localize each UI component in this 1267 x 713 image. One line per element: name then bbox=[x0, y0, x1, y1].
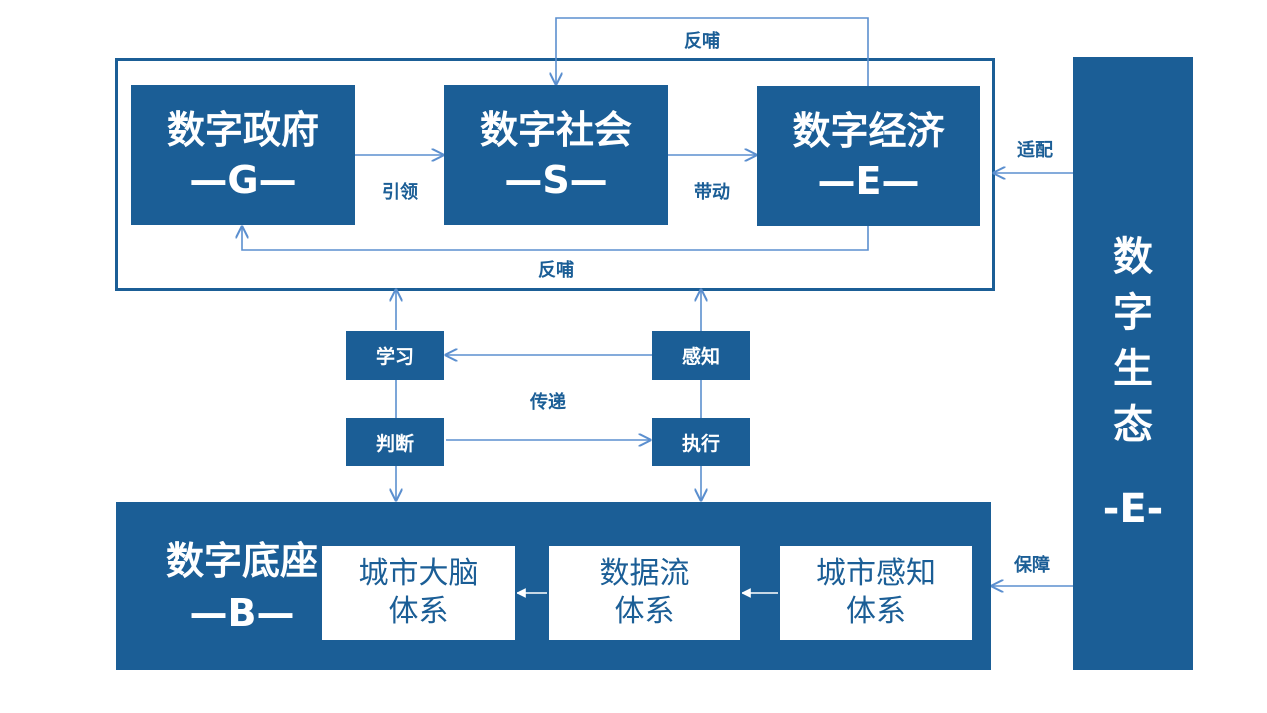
ecology-char: 生 bbox=[1113, 346, 1153, 392]
node-title: 数字政府 bbox=[166, 108, 319, 152]
base-title-block: 数字底座 —B— bbox=[116, 532, 368, 642]
system-line2: 体系 bbox=[614, 594, 675, 629]
node-title: 数字经济 bbox=[792, 109, 945, 153]
label-transmit: 传递 bbox=[530, 392, 566, 413]
base-code: —B— bbox=[189, 591, 295, 635]
ecology-char: 态 bbox=[1113, 402, 1153, 448]
base-title: 数字底座 bbox=[165, 539, 318, 583]
digital-ecology-panel: 数 字 生 态 -E- bbox=[1073, 57, 1193, 670]
system-city-brain: 城市大脑 体系 bbox=[320, 544, 517, 642]
node-code: —S— bbox=[504, 158, 608, 202]
system-dataflow: 数据流 体系 bbox=[547, 544, 742, 642]
node-perceive: 感知 bbox=[652, 331, 750, 380]
system-line1: 数据流 bbox=[599, 556, 690, 591]
label-feedback-bottom: 反哺 bbox=[538, 260, 574, 281]
node-code: —G— bbox=[189, 158, 297, 202]
label-drive: 带动 bbox=[694, 182, 730, 203]
node-title: 数字社会 bbox=[479, 108, 632, 152]
label-guarantee: 保障 bbox=[1014, 555, 1050, 576]
ecology-char: 数 bbox=[1113, 234, 1153, 280]
system-line1: 城市大脑 bbox=[358, 556, 479, 591]
ecology-char: 字 bbox=[1113, 290, 1153, 336]
node-execute: 执行 bbox=[652, 418, 750, 466]
arrow-feedback-top bbox=[556, 17, 869, 86]
label-adapt: 适配 bbox=[1017, 140, 1053, 161]
node-learn: 学习 bbox=[346, 331, 444, 380]
system-line1: 城市感知 bbox=[816, 556, 936, 591]
system-line2: 体系 bbox=[846, 594, 906, 629]
node-digital-government: 数字政府 —G— bbox=[131, 85, 355, 225]
arrow-feedback-bottom bbox=[242, 226, 869, 251]
system-city-perception: 城市感知 体系 bbox=[778, 544, 974, 642]
node-digital-economy: 数字经济 —E— bbox=[757, 86, 980, 226]
system-line2: 体系 bbox=[388, 594, 449, 629]
node-code: —E— bbox=[817, 159, 920, 203]
ecology-code: -E- bbox=[1102, 486, 1164, 532]
label-feedback-top: 反哺 bbox=[684, 31, 720, 52]
node-judge: 判断 bbox=[346, 418, 444, 466]
node-digital-society: 数字社会 —S— bbox=[444, 85, 668, 225]
label-lead: 引领 bbox=[382, 182, 418, 203]
